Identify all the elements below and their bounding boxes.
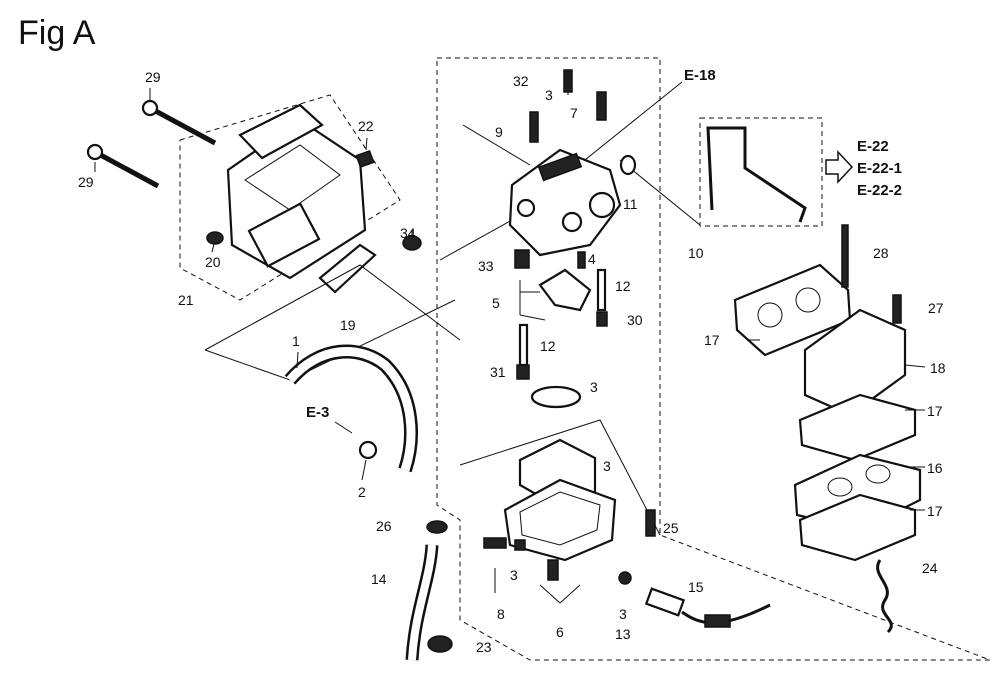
gasket-17b	[798, 393, 917, 462]
callout-34: 34	[400, 225, 416, 241]
callout-32: 32	[513, 73, 529, 89]
reference-e3-leader	[334, 421, 353, 434]
jet-12b	[518, 323, 529, 367]
screw-8	[483, 537, 507, 549]
control-rod	[706, 126, 807, 223]
callout-3-top: 3	[545, 87, 553, 103]
callout-3-oring: 3	[590, 379, 598, 395]
callout-29-lower: 29	[78, 174, 94, 190]
insulator-18	[803, 308, 907, 417]
reference-e22-2: E-22-2	[857, 182, 902, 199]
clip-24	[876, 559, 893, 634]
callout-17-lower: 17	[927, 503, 943, 519]
callout-13: 13	[615, 626, 631, 642]
washer-13	[618, 571, 632, 585]
callout-22: 22	[358, 118, 374, 134]
callout-14: 14	[371, 571, 387, 587]
bolts-29	[86, 99, 217, 189]
callout-7: 7	[570, 105, 578, 121]
line-carb-upper-left	[462, 124, 531, 166]
callout-3-washer: 3	[619, 606, 627, 622]
callout-17-upper: 17	[704, 332, 720, 348]
drain-screw-25	[645, 509, 656, 537]
callout-31: 31	[490, 364, 506, 380]
callout-29-upper: 29	[145, 69, 161, 85]
control-rod-outline	[699, 117, 823, 227]
line-19-to-1	[204, 264, 461, 351]
insulator-group	[733, 224, 922, 634]
carburetor-group-outline	[436, 57, 991, 661]
callout-21: 21	[178, 292, 194, 308]
grommet-20	[206, 231, 224, 245]
callout-leaders	[94, 70, 926, 604]
callout-26: 26	[376, 518, 392, 534]
callout-6: 6	[556, 624, 564, 640]
seal-11	[619, 154, 637, 176]
reference-e3: E-3	[306, 404, 329, 421]
callout-28: 28	[873, 245, 889, 261]
float-chamber-6	[483, 478, 617, 581]
line-lower-carb-box	[459, 419, 661, 536]
callout-12-lower: 12	[540, 338, 556, 354]
bolt-27	[892, 294, 902, 324]
jet-30	[596, 311, 608, 327]
callout-16: 16	[927, 460, 943, 476]
screw-9	[529, 111, 539, 143]
clip-2	[358, 440, 378, 460]
line-1-box	[204, 299, 456, 381]
callout-3-screw: 3	[510, 567, 518, 583]
callout-30: 30	[627, 312, 643, 328]
callout-11: 11	[623, 196, 638, 212]
callout-2: 2	[358, 484, 366, 500]
callout-15: 15	[688, 579, 704, 595]
callout-24: 24	[922, 560, 938, 576]
figure-title: Fig A	[18, 14, 96, 52]
float-assembly	[516, 251, 608, 380]
callout-1: 1	[292, 333, 300, 349]
reference-e18: E-18	[684, 67, 716, 84]
gasket-19	[318, 243, 377, 294]
callout-8: 8	[497, 606, 505, 622]
reference-e22-1: E-22-1	[857, 160, 902, 177]
carburetor-body	[402, 69, 637, 269]
screw-33	[514, 249, 530, 269]
clamp-23	[427, 635, 453, 653]
jet-12a	[596, 268, 607, 312]
reference-arrow	[825, 150, 854, 184]
callout-5: 5	[492, 295, 500, 311]
gasket-17c	[798, 493, 917, 562]
callout-17-middle: 17	[927, 403, 943, 419]
callout-3-gasket: 3	[603, 458, 611, 474]
fuel-cut-solenoid-15	[644, 587, 771, 628]
reference-e22: E-22	[857, 138, 889, 155]
air-cleaner-housing	[206, 103, 375, 280]
callout-10: 10	[688, 245, 704, 261]
callout-20: 20	[205, 254, 221, 270]
callout-19: 19	[340, 317, 356, 333]
jet-31	[516, 364, 530, 380]
o-ring-3	[530, 385, 582, 409]
air-intake-group-outline	[179, 94, 401, 301]
needle-4	[577, 251, 586, 269]
callout-25: 25	[663, 520, 679, 536]
callout-4: 4	[588, 251, 596, 267]
screw-7	[596, 91, 607, 121]
callout-23: 23	[476, 639, 492, 655]
callout-27: 27	[928, 300, 944, 316]
callout-33: 33	[478, 258, 494, 274]
bolt-28	[841, 224, 849, 288]
callout-9: 9	[495, 124, 503, 140]
callout-12-upper: 12	[615, 278, 631, 294]
nut-22	[355, 150, 375, 168]
clamp-26	[426, 520, 448, 534]
callout-18: 18	[930, 360, 946, 376]
